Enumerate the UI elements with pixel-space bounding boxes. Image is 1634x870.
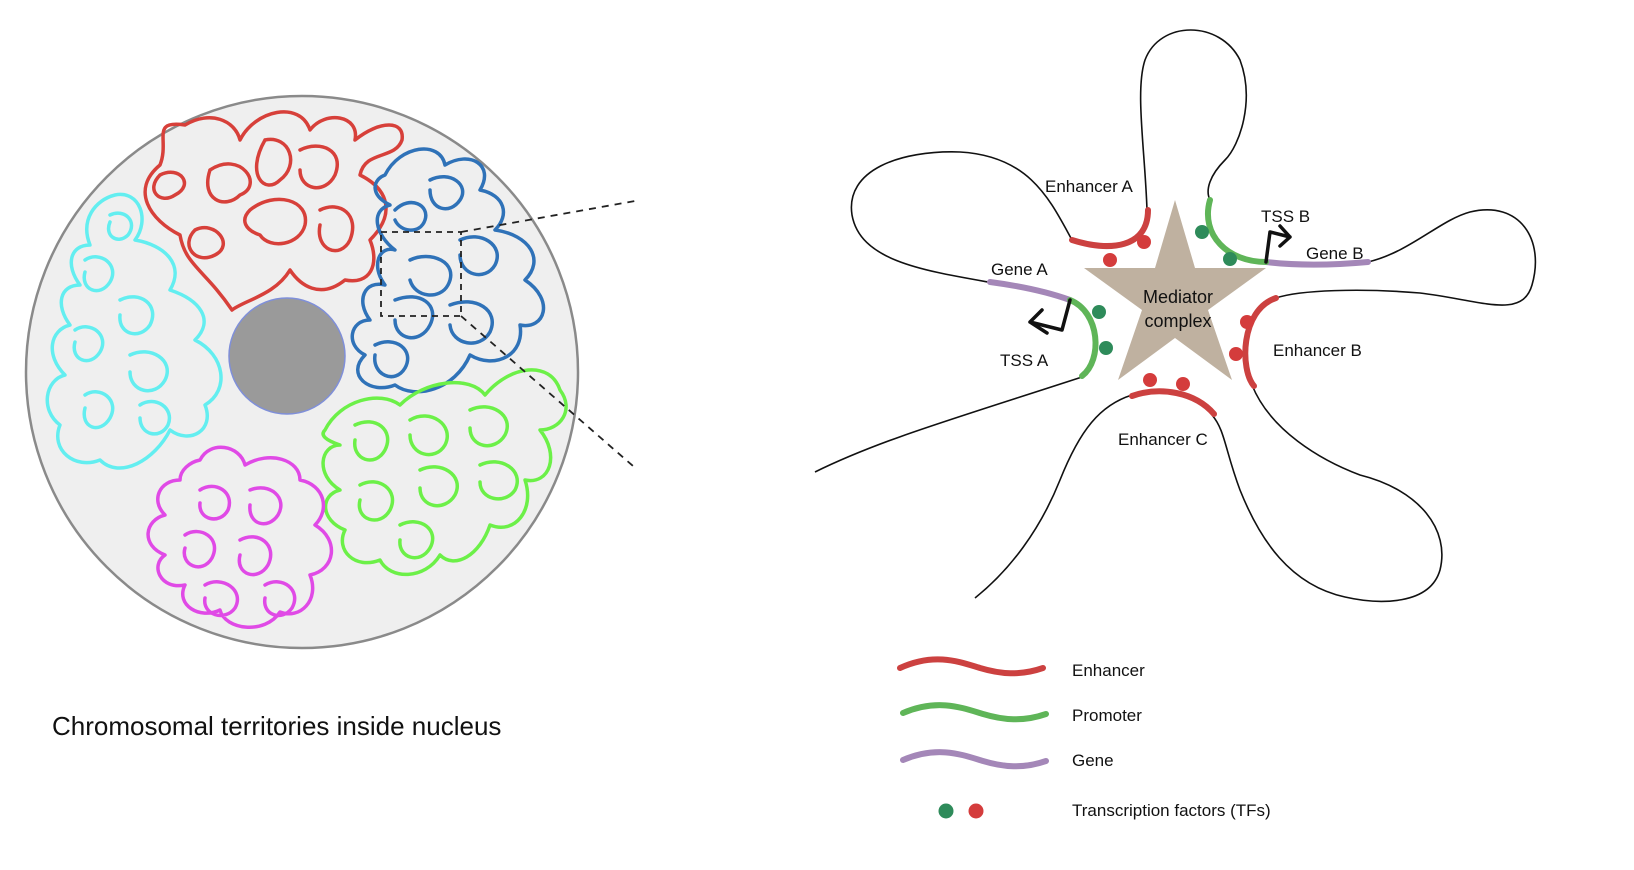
enhancer-c-segment (1129, 388, 1217, 417)
label-enhancer-c: Enhancer C (1118, 430, 1208, 449)
chromosome-territory-cyan (45, 192, 223, 470)
zoom-guide-top (460, 200, 636, 233)
tf-green-promoter-a-2 (1099, 341, 1113, 355)
label-enhancer-b: Enhancer B (1273, 341, 1362, 360)
chromosome-territory-blue (350, 147, 546, 394)
enhancer-a-segment (1069, 207, 1151, 249)
legend-tf-green-dot (938, 803, 954, 819)
tss-a-arrow (1028, 298, 1072, 335)
legend-promoter-swatch (900, 702, 1049, 723)
legend: Enhancer Promoter Gene Transcription fac… (897, 656, 1271, 820)
gene-b-segment (1263, 259, 1371, 268)
chromosome-territory-magenta (146, 445, 333, 629)
tf-green-promoter-b-2 (1223, 252, 1237, 266)
dna-loop-bottom-right (1211, 384, 1443, 603)
label-gene-b: Gene B (1306, 244, 1364, 263)
tf-red-enhancer-a-2 (1137, 235, 1151, 249)
promoter-b-segment (1205, 197, 1269, 265)
dna-loop-right (1275, 209, 1537, 306)
promoter-a-segment (1067, 297, 1099, 379)
nucleus-panel: Chromosomal territories inside nucleus (24, 94, 636, 741)
tf-red-enhancer-c-2 (1176, 377, 1190, 391)
enhancer-b-segment (1242, 295, 1279, 389)
tf-green-promoter-b-1 (1195, 225, 1209, 239)
dna-tail-bottom (974, 394, 1133, 599)
dna-tail-left (814, 376, 1083, 473)
tf-red-enhancer-c-1 (1143, 373, 1157, 387)
label-tss-b: TSS B (1261, 207, 1310, 226)
legend-gene-swatch (900, 749, 1049, 770)
tf-red-enhancer-a-1 (1103, 253, 1117, 267)
mediator-complex-star (1084, 200, 1266, 380)
gene-a-segment (987, 279, 1073, 303)
zoom-region-box (380, 231, 462, 317)
label-tss-a: TSS A (1000, 351, 1049, 370)
label-enhancer-a: Enhancer A (1045, 177, 1134, 196)
tf-red-enhancer-b-2 (1229, 347, 1243, 361)
legend-enhancer-label: Enhancer (1072, 661, 1145, 680)
mediator-label-line1: Mediator (1143, 287, 1213, 307)
nucleolus (228, 297, 346, 415)
tss-b-arrow (1264, 224, 1292, 264)
legend-tfs-label: Transcription factors (TFs) (1072, 801, 1271, 820)
nucleus-caption: Chromosomal territories inside nucleus (52, 711, 501, 741)
hub-panel: Mediator complex Enhancer A Enhancer B E… (814, 29, 1537, 603)
legend-tf-red-dot (968, 803, 984, 819)
dna-loop-left-top (850, 151, 1073, 283)
mediator-label-line2: complex (1144, 311, 1211, 331)
legend-promoter-label: Promoter (1072, 706, 1142, 725)
tf-red-enhancer-b-1 (1240, 315, 1254, 329)
legend-gene-label: Gene (1072, 751, 1114, 770)
dna-loop-top (1139, 29, 1247, 211)
tf-green-promoter-a-1 (1092, 305, 1106, 319)
chromosome-territory-green (321, 368, 568, 577)
label-gene-a: Gene A (991, 260, 1048, 279)
chromosome-territory-red (143, 110, 404, 312)
dna-fiber (814, 29, 1537, 603)
legend-enhancer-swatch (897, 656, 1046, 677)
